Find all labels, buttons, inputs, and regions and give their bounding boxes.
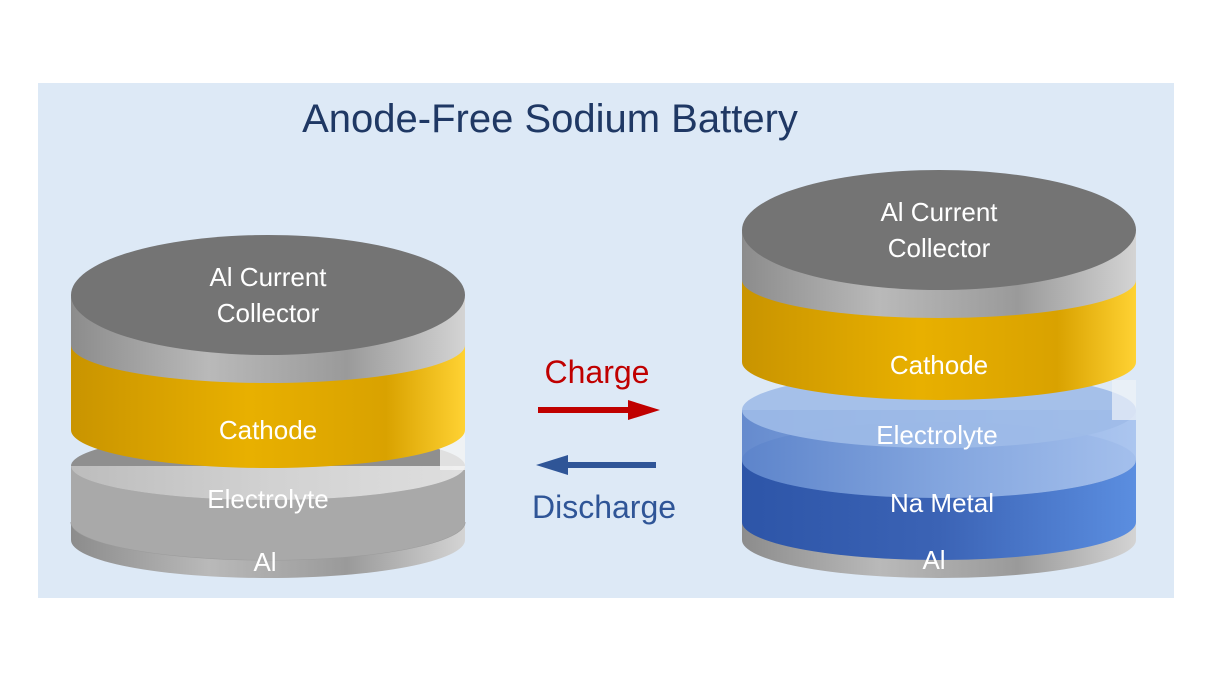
right-al-label: Al [922, 545, 945, 575]
left-cathode-label: Cathode [219, 415, 317, 445]
right-glass-gap [1112, 380, 1136, 420]
charge-arrow [538, 400, 660, 420]
right-collector-label-1: Al Current [880, 197, 998, 227]
right-battery-cell: Al Current Collector Cathode Electrolyte… [742, 170, 1136, 578]
right-electrolyte-label: Electrolyte [876, 420, 997, 450]
right-collector-label-2: Collector [888, 233, 991, 263]
left-collector-label-1: Al Current [209, 262, 327, 292]
discharge-label: Discharge [532, 489, 676, 525]
left-collector-top [71, 235, 465, 355]
diagram-title: Anode-Free Sodium Battery [302, 97, 798, 141]
charge-label: Charge [545, 354, 650, 390]
left-collector-label-2: Collector [217, 298, 320, 328]
right-cathode-label: Cathode [890, 350, 988, 380]
left-battery-cell: Al Current Collector Cathode Electrolyte… [70, 235, 466, 578]
left-al-label: Al [253, 547, 276, 577]
left-electrolyte-label: Electrolyte [207, 484, 328, 514]
discharge-arrow [536, 455, 656, 475]
right-collector-top [742, 170, 1136, 290]
right-na-label: Na Metal [890, 488, 994, 518]
